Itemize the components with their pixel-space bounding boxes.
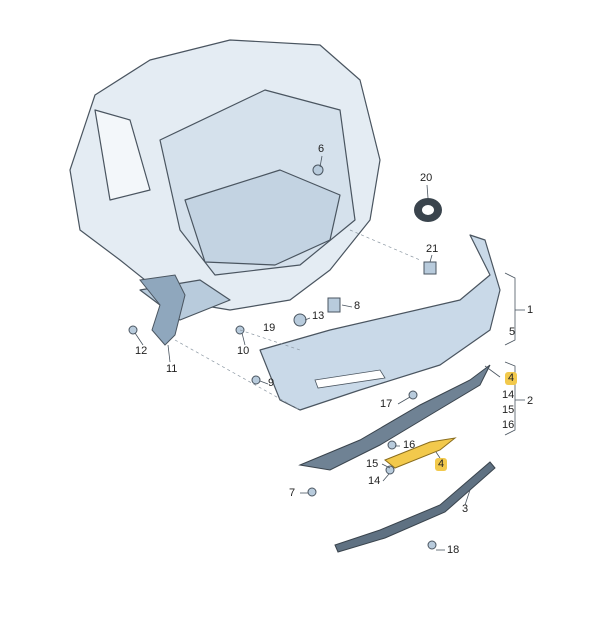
callout-13: 13	[312, 310, 325, 322]
callout-5: 5	[509, 326, 516, 338]
callout-16-b: 16	[403, 439, 416, 451]
fasteners	[128, 164, 437, 550]
callout-15-a: 15	[502, 404, 515, 416]
callout-4-highlight-a: 4	[505, 372, 518, 385]
callout-10: 10	[237, 345, 250, 357]
bumper-cover-1	[259, 234, 501, 411]
dashed-guides	[174, 229, 421, 411]
callout-6: 6	[318, 143, 325, 155]
callout-11: 11	[166, 363, 178, 375]
bumper-reflector-strip	[314, 369, 386, 389]
callout-3: 3	[462, 503, 469, 515]
callout-14-a: 14	[502, 389, 515, 401]
car-body-rear	[69, 39, 381, 321]
callout-15-b: 15	[366, 458, 379, 470]
callout-18: 18	[447, 544, 460, 556]
callout-7: 7	[289, 487, 296, 499]
callout-16-a: 16	[502, 419, 515, 431]
callout-9: 9	[268, 377, 275, 389]
callout-19: 19	[263, 322, 276, 334]
callout-20: 20	[420, 172, 433, 184]
trim-strip-3	[334, 461, 496, 553]
callout-21: 21	[426, 243, 439, 255]
callout-1: 1	[527, 304, 534, 316]
leader-lines	[134, 155, 525, 551]
callout-14-b: 14	[368, 475, 381, 487]
callout-8: 8	[354, 300, 361, 312]
highlighted-part-4	[384, 437, 457, 469]
callout-2: 2	[527, 395, 534, 407]
callout-4-highlight-b: 4	[435, 458, 448, 471]
diffuser-2	[298, 364, 491, 471]
tape-roll-20	[414, 198, 442, 222]
callout-12: 12	[135, 345, 148, 357]
callout-17: 17	[380, 398, 393, 410]
bracket-11	[139, 274, 186, 346]
